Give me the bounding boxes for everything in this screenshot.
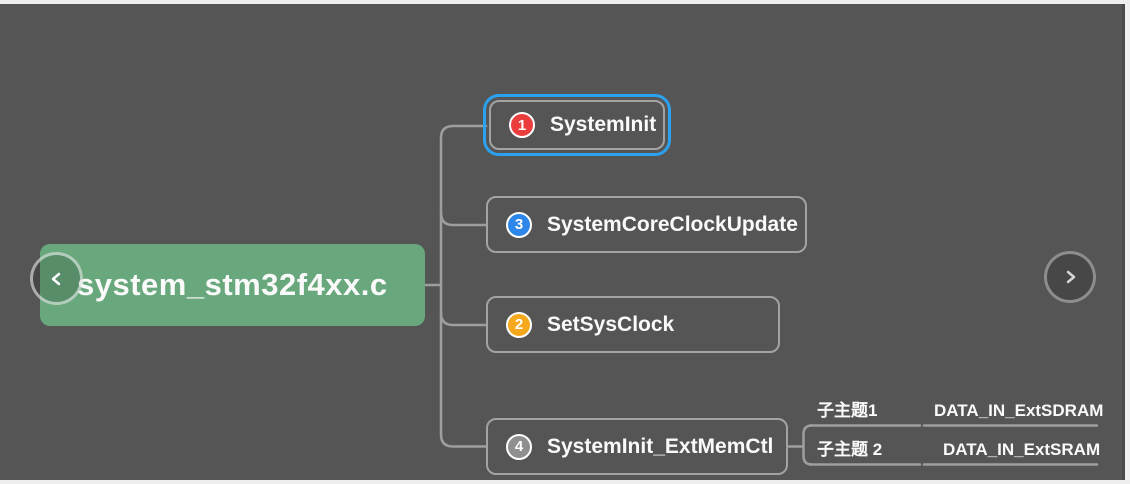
priority-4-badge: 4: [506, 433, 532, 460]
chevron-left-icon: [51, 272, 60, 285]
right-edge-shadow: [1122, 4, 1125, 480]
priority-2-badge: 2: [506, 311, 532, 338]
node-systeminit[interactable]: 1 SystemInit: [483, 94, 671, 156]
prev-button[interactable]: [30, 252, 83, 305]
node-label: SystemInit_ExtMemCtl: [547, 434, 774, 458]
priority-3-badge: 3: [506, 211, 532, 238]
node-label: SystemInit: [550, 113, 657, 136]
node-data-in-extsram[interactable]: DATA_IN_ExtSRAM: [943, 440, 1101, 459]
connector-lines: [423, 124, 1099, 466]
root-node-system-stm32f4xx[interactable]: system_stm32f4xx.c: [40, 244, 425, 326]
chevron-right-icon: [1066, 270, 1076, 284]
node-label: SetSysClock: [547, 312, 675, 336]
subtopic-node-1[interactable]: 子主题1: [817, 401, 878, 420]
root-node-label: system_stm32f4xx.c: [77, 267, 388, 302]
node-systemcoreclockupdate[interactable]: 3 SystemCoreClockUpdate: [486, 196, 807, 253]
node-setsysclock[interactable]: 2 SetSysClock: [486, 296, 780, 353]
node-data-in-extsdram[interactable]: DATA_IN_ExtSDRAM: [934, 401, 1104, 420]
priority-1-badge: 1: [509, 112, 535, 138]
next-button[interactable]: [1044, 251, 1096, 303]
mindmap-canvas[interactable]: system_stm32f4xx.c 1 SystemInit 3 System…: [0, 4, 1125, 480]
node-systeminit-extmemctl[interactable]: 4 SystemInit_ExtMemCtl: [486, 418, 788, 475]
subtopic-node-2[interactable]: 子主题 2: [817, 440, 883, 459]
node-label: SystemCoreClockUpdate: [547, 212, 798, 236]
